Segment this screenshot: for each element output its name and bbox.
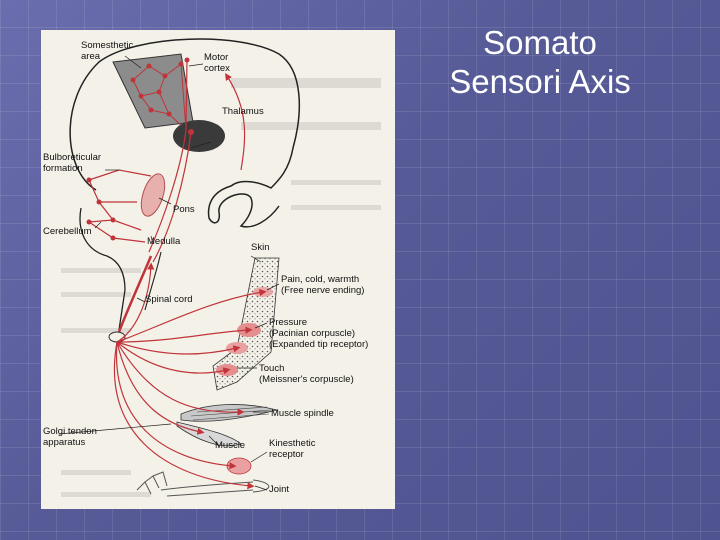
label-cerebellum: Cerebellum (43, 226, 92, 237)
muscle-fibers (190, 406, 272, 421)
label-motor-cortex: Motor cortex (204, 52, 231, 74)
background-print (61, 78, 381, 497)
slide-title-line-1: Somato (483, 24, 597, 61)
hand-bones (136, 471, 270, 497)
label-muscle-spindle: Muscle spindle (271, 408, 334, 419)
label-bulboreticular-formation: Bulboreticular formation (43, 152, 104, 174)
head-outline (69, 38, 301, 228)
label-pain-cold-warmth: Pain, cold, warmth (Free nerve ending) (281, 274, 364, 296)
label-pressure: Pressure (Pacinian corpuscle) (Expanded … (269, 317, 368, 350)
thalamus (173, 120, 225, 152)
label-muscle: Muscle (215, 440, 245, 451)
label-skin: Skin (251, 242, 269, 253)
label-pons: Pons (173, 204, 195, 215)
diagram-canvas: Somesthetic area Motor cortex Thalamus B… (43, 38, 381, 497)
slide-title: Somato Sensori Axis (410, 24, 670, 102)
slide-title-line-2: Sensori Axis (449, 62, 631, 100)
brainstem-nodes (86, 177, 116, 241)
label-touch: Touch (Meissner's corpuscle) (259, 363, 354, 385)
label-medulla: Medulla (147, 236, 181, 247)
muscle-spindle-shape (180, 404, 278, 422)
brainstem-pathways (88, 129, 192, 263)
pons (140, 173, 166, 217)
label-spinal-cord: Spinal cord (145, 294, 193, 305)
label-kinesthetic-receptor: Kinesthetic receptor (269, 438, 318, 460)
somatosensory-diagram: Somesthetic area Motor cortex Thalamus B… (41, 30, 395, 509)
label-somesthetic-area: Somesthetic area (81, 40, 136, 62)
label-joint: Joint (269, 484, 289, 495)
sensory-fibers (113, 72, 267, 490)
label-golgi-tendon-apparatus: Golgi tendon apparatus (43, 426, 100, 448)
leader-lines (58, 55, 280, 491)
neck-outline (79, 207, 126, 331)
label-thalamus: Thalamus (222, 106, 264, 117)
